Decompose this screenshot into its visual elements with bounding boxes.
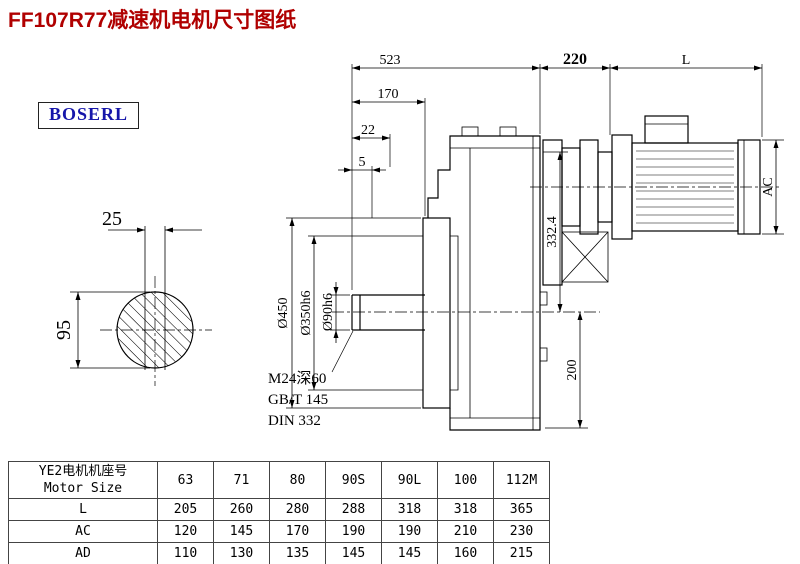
gearbox-view [351, 126, 548, 431]
note-thread: M24深60 [268, 370, 326, 387]
table-col-header: 90S [325, 461, 382, 499]
table-header-motor-size: YE2电机机座号 Motor Size [8, 461, 158, 499]
dim-label-523: 523 [380, 53, 401, 68]
table-cell: 145 [325, 542, 382, 564]
flange-spigot [450, 235, 459, 391]
table-col-header: 100 [437, 461, 494, 499]
dim-label-shaft-dia: Ø90h6 [321, 293, 336, 331]
motor-size-label-en: Motor Size [43, 481, 123, 496]
brand-logo: BOSERL [38, 102, 140, 129]
dim-label-200: 200 [565, 360, 580, 381]
dim-label-AC: AC [761, 177, 776, 196]
table-header-row: YE2电机机座号 Motor Size 63 71 80 90S 90L 100… [8, 461, 550, 499]
output-flange [422, 217, 451, 409]
dim-label-170: 170 [378, 87, 399, 102]
table-col-header: 71 [213, 461, 270, 499]
table-cell: 288 [325, 498, 382, 521]
shaft-cover-box [561, 231, 609, 283]
fan-cover [737, 139, 761, 235]
row-label: L [8, 498, 158, 521]
table-cell: 145 [381, 542, 438, 564]
table-cell: 170 [269, 520, 326, 543]
table-cell: 260 [213, 498, 270, 521]
dim-label-L: L [682, 53, 691, 68]
table-cell: 365 [493, 498, 550, 521]
table-row-L: L 205 260 280 288 318 318 365 [8, 498, 550, 521]
dim-label-220: 220 [563, 51, 587, 68]
shaft-cover-cross [561, 231, 609, 283]
dim-label-332: 332.4 [545, 216, 560, 248]
dim-label-flange-dia: Ø450 [276, 297, 291, 328]
gear-housing [427, 135, 541, 431]
cover-bolt [539, 291, 548, 306]
housing-ribs [450, 136, 540, 430]
note-standard-gbt: GB/T 145 [268, 392, 328, 408]
table-cell: 190 [381, 520, 438, 543]
dim-label-5: 5 [359, 155, 366, 170]
table-cell: 120 [157, 520, 214, 543]
table-cell: 215 [493, 542, 550, 564]
table-col-header: 80 [269, 461, 326, 499]
cover-bolt [539, 347, 548, 362]
shaft-end-view [116, 226, 194, 370]
row-label: AD [8, 542, 158, 564]
keyway-lines [144, 226, 166, 370]
table-cell: 130 [213, 542, 270, 564]
output-shaft [351, 294, 425, 331]
dim-label-spigot-dia: Ø350h6 [299, 290, 314, 335]
motor-cooling-fins [636, 150, 734, 224]
table-cell: 318 [381, 498, 438, 521]
dimension-labels: 523 220 L 170 22 5 Ø450 Ø350h6 Ø90h6 332… [53, 51, 776, 429]
table-cell: 145 [213, 520, 270, 543]
table-cell: 210 [437, 520, 494, 543]
lifting-lug [499, 126, 517, 137]
table-cell: 318 [437, 498, 494, 521]
center-lines [100, 186, 782, 386]
table-col-header: 90L [381, 461, 438, 499]
table-cell: 230 [493, 520, 550, 543]
motor-adapter [542, 139, 613, 286]
lifting-lug [461, 126, 479, 137]
table-cell: 280 [269, 498, 326, 521]
table-cell: 135 [269, 542, 326, 564]
section-hatching [117, 292, 193, 368]
dim-label-22: 22 [361, 123, 375, 138]
motor-size-label-cn: YE2电机机座号 [38, 464, 128, 479]
terminal-box [644, 115, 689, 144]
note-standard-din: DIN 332 [268, 413, 321, 429]
dim-label-25: 25 [102, 208, 122, 230]
table-col-header: 63 [157, 461, 214, 499]
table-row-AC: AC 120 145 170 190 190 210 230 [8, 520, 550, 543]
table-row-AD: AD 110 130 135 145 145 160 215 [8, 542, 550, 564]
adapter-flange-ring [542, 139, 563, 286]
table-cell: 160 [437, 542, 494, 564]
dim-label-95: 95 [53, 320, 75, 340]
table-cell: 190 [325, 520, 382, 543]
brand-logo-text: BOSERL [49, 104, 129, 124]
motor-dimension-table: YE2电机机座号 Motor Size 63 71 80 90S 90L 100… [8, 461, 550, 564]
row-label: AC [8, 520, 158, 543]
shaft-section-circle [116, 291, 194, 369]
motor-view [611, 115, 761, 240]
technical-drawing: 523 220 L 170 22 5 Ø450 Ø350h6 Ø90h6 332… [53, 51, 784, 431]
table-cell: 205 [157, 498, 214, 521]
page-title: FF107R77减速机电机尺寸图纸 [8, 9, 297, 32]
table-cell: 110 [157, 542, 214, 564]
dimension-lines [70, 64, 784, 429]
table-col-header: 112M [493, 461, 550, 499]
